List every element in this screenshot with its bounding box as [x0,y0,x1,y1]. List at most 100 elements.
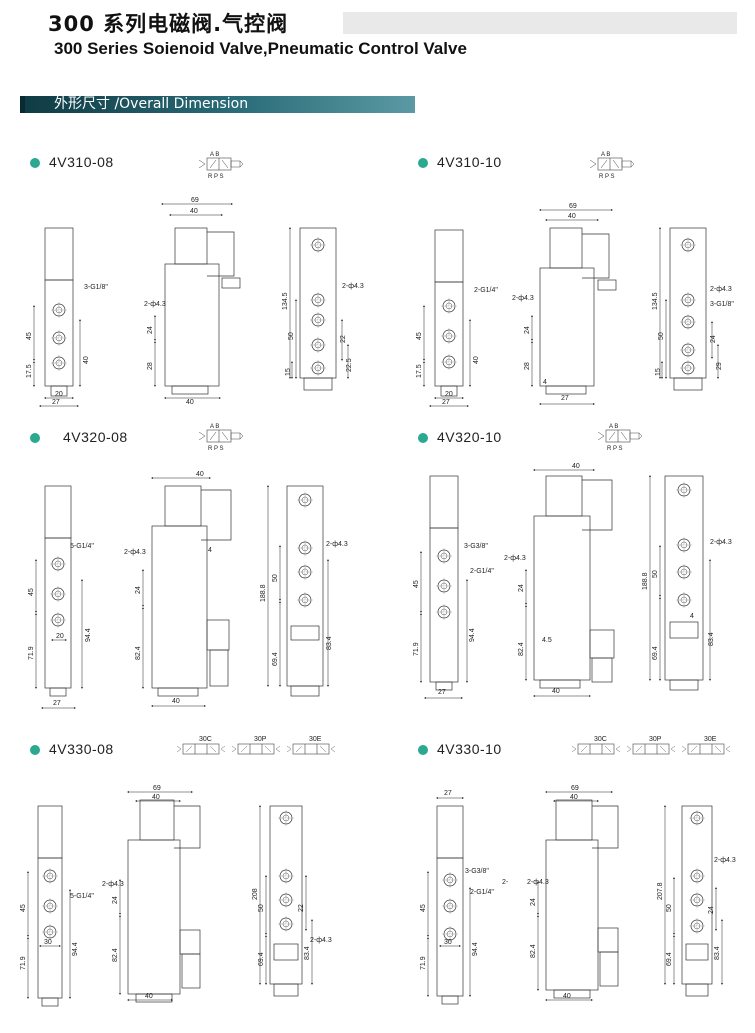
model-label-4v320-08: 4V320-08 [30,429,128,445]
svg-text:2-G1/4": 2-G1/4" [470,889,494,896]
svg-text:40: 40 [572,463,580,470]
svg-text:94.4: 94.4 [72,942,79,956]
svg-text:27: 27 [442,399,450,406]
svg-text:24: 24 [135,586,142,594]
svg-text:5-G1/4": 5-G1/4" [70,893,94,900]
svg-text:2-ф4.3: 2-ф4.3 [342,283,364,290]
svg-text:22: 22 [340,335,347,343]
svg-text:40: 40 [145,993,153,1000]
svg-text:4.5: 4.5 [542,637,552,644]
section-header: 外形尺寸 /Overall Dimension [20,96,415,113]
svg-text:27: 27 [438,689,446,696]
svg-text:83.4: 83.4 [708,632,715,646]
svg-text:50: 50 [658,332,665,340]
svg-text:45: 45 [26,332,33,340]
svg-text:30C: 30C [594,736,607,743]
svg-text:27: 27 [52,399,60,406]
svg-text:40: 40 [196,471,204,478]
svg-text:28: 28 [147,362,154,370]
svg-text:2-: 2- [502,879,509,886]
svg-text:15: 15 [655,368,662,376]
valve-symbol-icon [198,429,244,443]
svg-text:24: 24 [518,584,525,592]
svg-text:40: 40 [152,794,160,801]
svg-text:2-ф4.3: 2-ф4.3 [326,541,348,548]
header-bar [343,12,737,34]
svg-text:5-G1/4": 5-G1/4" [70,543,94,550]
valve-symbol-icon [589,157,635,171]
svg-text:69: 69 [569,203,577,210]
svg-text:82.4: 82.4 [135,646,142,660]
svg-text:69: 69 [571,785,579,792]
bullet-icon [418,433,428,443]
svg-text:2-ф4.3: 2-ф4.3 [144,301,166,308]
drawing-4v310-10 [434,157,707,397]
bullet-icon [418,745,428,755]
svg-text:45: 45 [28,588,35,596]
svg-text:2-ф4.3: 2-ф4.3 [310,937,332,944]
svg-text:82.4: 82.4 [518,642,525,656]
svg-text:24: 24 [147,326,154,334]
svg-text:134.5: 134.5 [652,292,659,310]
svg-text:188.8: 188.8 [260,584,267,602]
model-label-4v320-10: 4V320-10 [418,429,502,445]
svg-text:17.5: 17.5 [416,364,423,378]
svg-text:28: 28 [524,362,531,370]
svg-text:40: 40 [190,208,198,215]
svg-text:24: 24 [524,326,531,334]
svg-text:94.4: 94.4 [85,628,92,642]
svg-text:82.4: 82.4 [530,944,537,958]
svg-text:50: 50 [272,574,279,582]
svg-text:188.8: 188.8 [642,572,649,590]
svg-text:24: 24 [710,335,717,343]
svg-text:2-ф4.3: 2-ф4.3 [710,539,732,546]
section-marker [20,96,25,113]
svg-text:69.4: 69.4 [258,952,265,966]
svg-text:A B: A B [601,152,610,158]
svg-text:27: 27 [444,790,452,797]
valve-symbol-30c-icon [571,743,621,755]
svg-text:2-ф4.3: 2-ф4.3 [124,549,146,556]
svg-text:20: 20 [55,391,63,398]
svg-text:3-G3/8": 3-G3/8" [464,543,488,550]
bullet-icon [30,433,40,443]
svg-text:50: 50 [258,904,265,912]
svg-text:71.9: 71.9 [413,642,420,656]
svg-text:71.9: 71.9 [28,646,35,660]
svg-text:4: 4 [690,613,694,620]
svg-text:30P: 30P [649,736,662,743]
valve-symbol-30e-icon [286,743,336,755]
svg-text:R P S: R P S [208,174,224,180]
model-label-4v330-08: 4V330-08 [30,741,114,757]
bullet-icon [30,158,40,168]
svg-text:27: 27 [561,395,569,402]
valve-symbol-30c-icon [176,743,226,755]
svg-text:50: 50 [288,332,295,340]
drawing-4v330-08 [37,743,336,1007]
page-title-cn: 300 系列电磁阀.气控阀 [48,12,289,36]
svg-text:2-G1/4": 2-G1/4" [474,287,498,294]
svg-text:30E: 30E [704,736,717,743]
svg-text:45: 45 [20,904,27,912]
svg-text:R P S: R P S [607,446,623,452]
svg-text:22: 22 [298,904,305,912]
svg-text:2-ф4.3: 2-ф4.3 [714,857,736,864]
svg-text:50: 50 [666,904,673,912]
svg-text:69.4: 69.4 [666,952,673,966]
drawing-4v320-08 [44,429,324,697]
svg-text:207.8: 207.8 [657,882,664,900]
svg-text:4: 4 [208,547,212,554]
svg-text:50: 50 [652,570,659,578]
svg-text:27: 27 [53,700,61,707]
svg-text:R P S: R P S [208,446,224,452]
svg-text:134.5: 134.5 [282,292,289,310]
svg-text:40: 40 [83,356,90,364]
svg-text:45: 45 [416,332,423,340]
svg-text:69: 69 [191,197,199,204]
svg-text:69.4: 69.4 [652,646,659,660]
svg-text:24: 24 [708,906,715,914]
page-title-en: 300 Series Soienoid Valve,Pneumatic Cont… [54,39,467,58]
svg-text:2-ф4.3: 2-ф4.3 [102,881,124,888]
svg-text:2-ф4.3: 2-ф4.3 [710,286,732,293]
